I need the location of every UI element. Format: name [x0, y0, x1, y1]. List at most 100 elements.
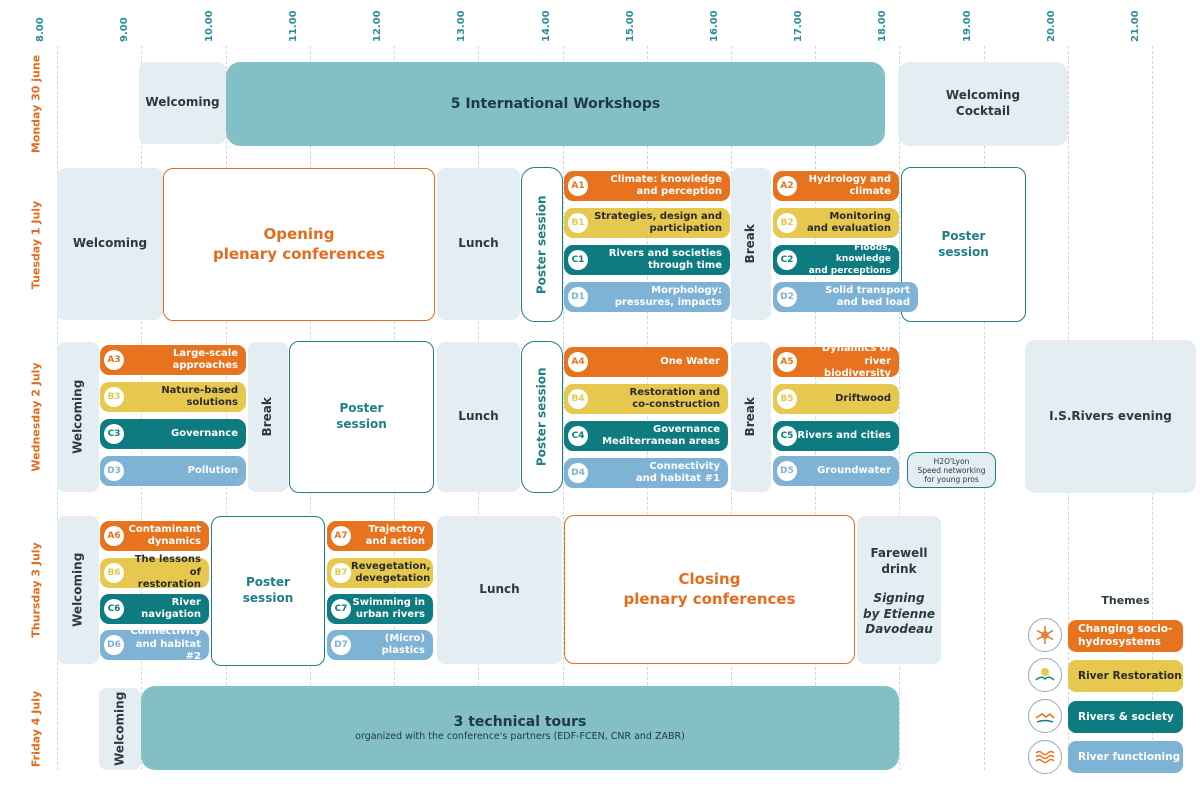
handshake-icon: [1028, 699, 1062, 733]
day-label-thursday: Thursday 3 July: [16, 516, 56, 664]
session-code: C4: [568, 426, 588, 446]
thursday-farewell: Farewell drink Signing by Etienne Davode…: [857, 516, 941, 664]
session-code: B1: [568, 213, 588, 233]
session-title: Groundwater: [817, 464, 891, 476]
session-title: Large-scale: [173, 347, 238, 359]
event-label: Break: [260, 397, 275, 437]
session-title: Climate: knowledge: [610, 173, 722, 185]
session-code: B4: [568, 389, 588, 409]
session-title: and evaluation: [806, 223, 891, 234]
friday-welcoming: Welcoming: [99, 688, 141, 770]
event-label: session: [336, 417, 387, 431]
event-label: Poster: [246, 575, 290, 590]
tuesday-break: Break: [731, 168, 771, 320]
event-label: Poster: [339, 401, 384, 416]
time-label: 21.00: [1130, 10, 1141, 42]
time-label: 8.00: [35, 17, 46, 42]
event-label: Lunch: [458, 409, 499, 424]
event-label: I.S.Rivers evening: [1049, 408, 1172, 423]
event-label: 5 International Workshops: [450, 95, 661, 112]
session-code: A6: [104, 526, 124, 546]
session-code: A5: [777, 352, 797, 372]
time-label: 20.00: [1046, 10, 1057, 42]
monday-cocktail: Welcoming Cocktail: [898, 62, 1068, 146]
tuesday-lunch: Lunch: [437, 168, 520, 320]
session-title: and bed load: [836, 297, 910, 308]
time-label: 18.00: [877, 10, 888, 42]
session-code: B3: [104, 387, 124, 407]
session-title: urban rivers: [355, 609, 425, 620]
gridline: [899, 46, 900, 770]
session-title: navigation: [141, 609, 201, 620]
event-label: Closing: [678, 570, 741, 588]
themes-title: Themes: [1101, 594, 1150, 607]
day-label-text: Wednesday 2 July: [29, 362, 43, 472]
event-label: Welcoming: [72, 236, 148, 251]
thursday-lunch: Lunch: [437, 516, 562, 664]
event-label: Welcoming: [70, 552, 85, 628]
session-title: Nature-based: [161, 384, 238, 396]
session-title: plastics: [381, 645, 425, 656]
session-title: Swimming in: [352, 596, 425, 608]
session-code: D1: [568, 287, 588, 307]
time-label: 11.00: [288, 10, 299, 42]
event-label: session: [938, 244, 989, 259]
day-label-tuesday: Tuesday 1 July: [16, 168, 56, 322]
session-title: Monitoring: [829, 210, 891, 222]
time-label: 12.00: [372, 10, 383, 42]
event-label: Poster: [941, 228, 986, 243]
day-label-text: Friday 4 July: [29, 690, 43, 768]
session-d7[interactable]: D7(Micro)plastics: [327, 630, 433, 660]
event-label: plenary conferences: [623, 589, 796, 608]
networking-badge: H2O'Lyon Speed networking for young pros: [907, 452, 996, 488]
session-code: D4: [568, 463, 588, 483]
session-title: One Water: [660, 355, 720, 367]
session-code: B6: [104, 563, 124, 583]
tuesday-welcoming: Welcoming: [57, 168, 163, 320]
theme-label-society: Rivers & society: [1068, 701, 1183, 733]
event-label: Opening: [263, 225, 335, 243]
session-code: D3: [104, 461, 124, 481]
signing-text: Signing: [873, 591, 925, 606]
session-code: C2: [777, 250, 797, 270]
waves-icon: [1028, 740, 1062, 774]
session-title: Dynamics of: [821, 343, 891, 355]
landscape-sun-icon: [1028, 658, 1062, 692]
event-label: session: [242, 591, 294, 605]
session-code: B7: [331, 563, 351, 583]
session-title: dynamics: [147, 536, 201, 547]
thursday-welcoming: Welcoming: [57, 516, 99, 664]
monday-workshops: 5 International Workshops: [226, 62, 885, 146]
session-code: C3: [104, 424, 124, 444]
session-title: co-construction: [632, 399, 720, 410]
time-label: 14.00: [541, 10, 552, 42]
session-code: A1: [568, 176, 588, 196]
